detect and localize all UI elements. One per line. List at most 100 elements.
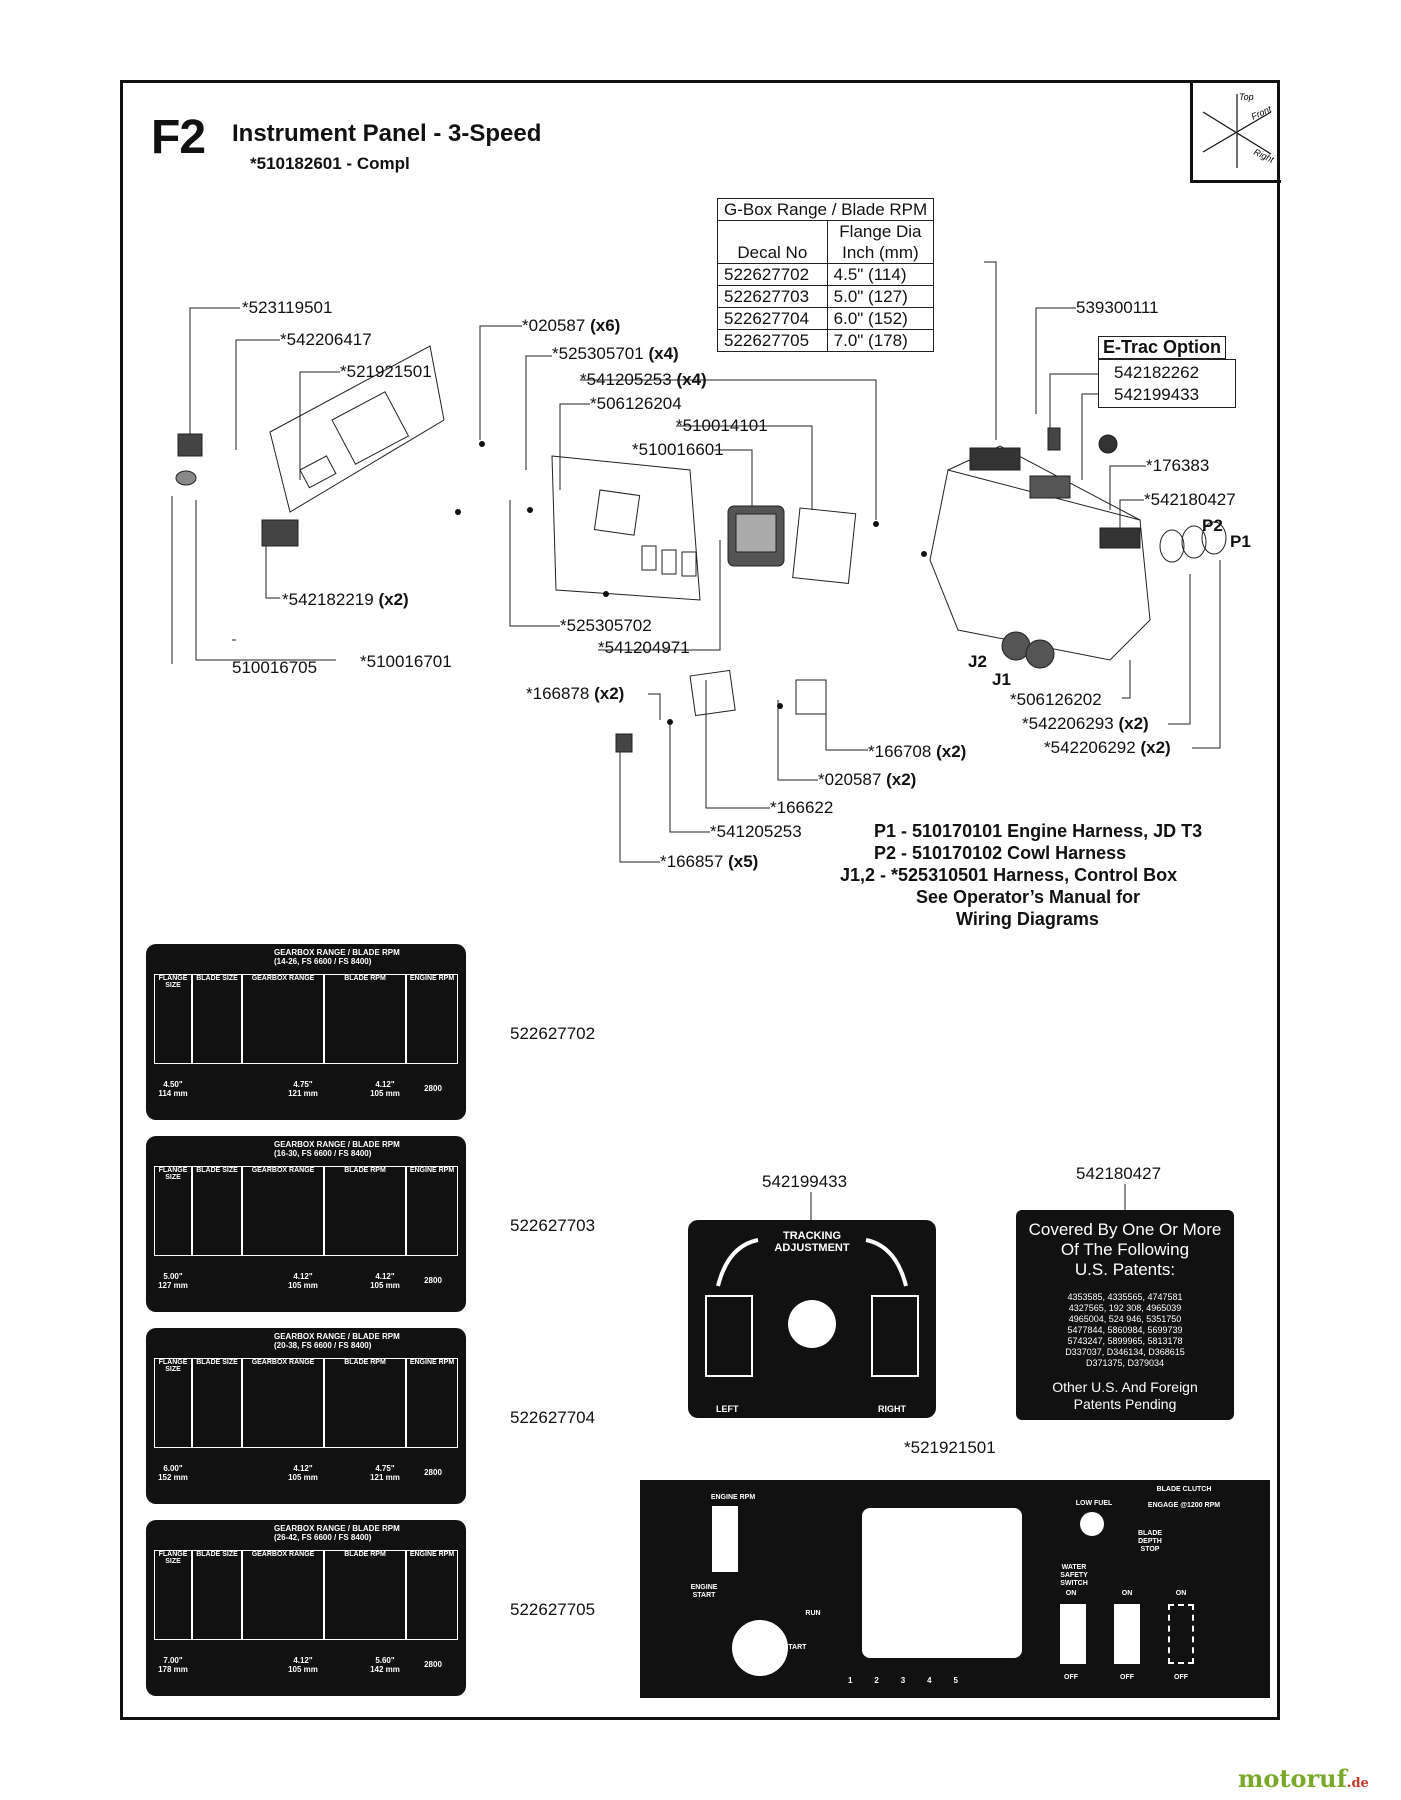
quantity: (x2) [886, 770, 917, 789]
patent-line: 5477844, 5860984, 5699739 [1067, 1325, 1183, 1335]
table-cell: 7.0" (178) [826, 329, 935, 352]
quantity: (x6) [590, 316, 621, 335]
harness-notes: P1 - 510170101 Engine Harness, JD T3 P2 … [840, 820, 1202, 930]
run-label: RUN [805, 1610, 821, 1617]
blade-depth-switch [1114, 1604, 1140, 1664]
engine-value: 2800 [424, 1084, 442, 1093]
patent-line: 4327565, 192 308, 4965039 [1068, 1303, 1182, 1313]
callout-166878: *166878 (x2) [526, 684, 624, 704]
callout-020587-a: *020587 (x6) [522, 316, 620, 336]
blade-depth-stop-label: BLADE DEPTH STOP [1137, 1530, 1163, 1553]
pulley-value: 4.75"121 mm [288, 1080, 318, 1098]
patent-line: D337037, D346134, D368615 [1065, 1347, 1185, 1357]
rpm-gauge-window [712, 1506, 738, 1572]
engine-rpm-cell: ENGINE RPM [406, 974, 458, 1064]
pulley-value: 4.12"105 mm [288, 1272, 318, 1290]
control-panel-decal: ENGINE RPM ENGINE START RUN START 1 2 3 … [640, 1480, 1270, 1698]
engine-rpm-label: ENGINE RPM [710, 1494, 756, 1501]
on-label: ON [1175, 1590, 1187, 1597]
pulley-value: 4.12"105 mm [370, 1080, 400, 1098]
decal-header: GEARBOX RANGE / BLADE RPM(14-26, FS 6600… [274, 948, 400, 966]
quantity: (x4) [648, 344, 679, 363]
harness-note: P2 - 510170102 Cowl Harness [874, 843, 1127, 863]
quantity: (x2) [1140, 738, 1171, 757]
decal-number: 522627704 [510, 1408, 596, 1427]
part-number: *166708 [868, 742, 932, 761]
pulley-value: 4.12"105 mm [288, 1464, 318, 1482]
gearbox-range-cell: GEARBOX RANGE [242, 1358, 324, 1448]
water-safety-switch [1060, 1604, 1086, 1664]
etrac-option-title: E-Trac Option [1098, 336, 1227, 359]
callout-166622: *166622 [770, 798, 834, 817]
etrac-parts-box [1098, 359, 1236, 408]
harness-note: See Operator’s Manual for [916, 887, 1141, 907]
part-number: *166878 [526, 684, 590, 703]
engine-rpm-cell: ENGINE RPM [406, 1358, 458, 1448]
callout-506126204: *506126204 [590, 394, 682, 413]
patent-leader [1124, 1184, 1126, 1210]
harness-note: J1,2 - *525310501 Harness, Control Box [840, 865, 1178, 885]
blade-size-cell: BLADE SIZE [192, 1358, 242, 1448]
patent-heading: Covered By One Or More [1028, 1220, 1222, 1239]
blade-rpm-cell: BLADE RPM [324, 1358, 406, 1448]
blade-rpm-cell: BLADE RPM [324, 974, 406, 1064]
callout-j2: J2 [968, 652, 987, 671]
start-label: START [783, 1644, 807, 1651]
callout-539300111: 539300111 [1076, 298, 1159, 317]
optional-switch-slot [1168, 1604, 1194, 1664]
part-number: *542206292 [1044, 738, 1136, 757]
flange-value: 7.00"178 mm [158, 1656, 188, 1674]
callout-542206417: *542206417 [280, 330, 372, 349]
flange-value: 5.00"127 mm [158, 1272, 188, 1290]
harness-note: P1 - 510170101 Engine Harness, JD T3 [874, 821, 1203, 841]
blade-size-cell: BLADE SIZE [192, 1166, 242, 1256]
watermark-logo: motoruf.de [1238, 1764, 1369, 1793]
water-safety-label: WATER SAFETY SWITCH [1060, 1564, 1088, 1587]
part-number: *542182219 [282, 590, 374, 609]
flange-value: 4.50"114 mm [158, 1080, 188, 1098]
engine-value: 2800 [424, 1276, 442, 1285]
decal-no-header: Decal No [717, 242, 828, 264]
callout-j1: J1 [992, 670, 1011, 689]
exploded-view-drawing [171, 261, 1227, 863]
callout-176383: *176383 [1146, 456, 1210, 475]
page-title: Instrument Panel - 3-Speed [232, 120, 542, 147]
decal-number: 522627703 [510, 1216, 596, 1235]
callout-541204971: *541204971 [598, 638, 690, 657]
part-number: *166857 [660, 852, 724, 871]
callout-525305701: *525305701 (x4) [552, 344, 679, 364]
engine-rpm-cell: ENGINE RPM [406, 1550, 458, 1640]
decal-header: GEARBOX RANGE / BLADE RPM(16-30, FS 6600… [274, 1140, 400, 1158]
engine-value: 2800 [424, 1468, 442, 1477]
quantity: (x2) [594, 684, 625, 703]
callout-510016701: *510016701 [360, 652, 452, 671]
flange-dia-header: Flange Dia [826, 220, 935, 242]
gearbox-decal: GEARBOX RANGE / BLADE RPM(26-42, FS 6600… [146, 1520, 466, 1696]
callout-525305702: *525305702 [560, 616, 652, 635]
flange-size-cell: FLANGE SIZE [154, 1550, 192, 1640]
gearbox-range-cell: GEARBOX RANGE [242, 974, 324, 1064]
gearbox-decal: GEARBOX RANGE / BLADE RPM(20-38, FS 6600… [146, 1328, 466, 1504]
display-cutout [862, 1508, 1022, 1658]
callout-541205253-a: *541205253 (x4) [580, 370, 707, 390]
patent-footer: Patents Pending [1073, 1396, 1177, 1412]
flange-value: 6.00"152 mm [158, 1464, 188, 1482]
callout-542199433: 542199433 [1114, 385, 1200, 404]
on-label: ON [1121, 1590, 1133, 1597]
blade-rpm-cell: BLADE RPM [324, 1166, 406, 1256]
blade-size-cell: BLADE SIZE [192, 1550, 242, 1640]
callout-542180427: *542180427 [1144, 490, 1236, 509]
callout-020587-b: *020587 (x2) [818, 770, 916, 790]
orientation-compass: Top Front Right [1190, 82, 1281, 183]
table-cell: 5.0" (127) [826, 285, 935, 308]
part-number: *541205253 [580, 370, 672, 389]
assembly-part-number: *510182601 - Compl [250, 154, 410, 173]
gearbox-decal: GEARBOX RANGE / BLADE RPM(16-30, FS 6600… [146, 1136, 466, 1312]
panel-decal-number: *521921501 [904, 1438, 996, 1457]
engine-value: 2800 [424, 1660, 442, 1669]
engine-rpm-cell: ENGINE RPM [406, 1166, 458, 1256]
ignition-key-icon [732, 1620, 788, 1676]
table-cell: 522627704 [717, 307, 828, 330]
tracking-adjustment-decal: TRACKING ADJUSTMENT LEFT RIGHT [688, 1220, 936, 1418]
left-label: LEFT [716, 1404, 739, 1414]
